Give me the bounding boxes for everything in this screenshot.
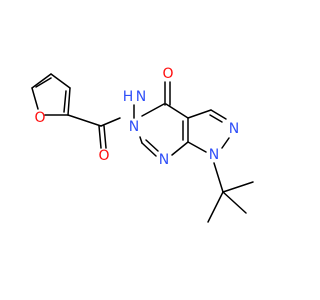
atom-labels: O O H N O N N N N — [34, 66, 239, 168]
tert-butyl-group — [207, 162, 254, 223]
bond-cquat-me1 — [207, 191, 224, 223]
atom-carbonyl-oxygen-amide: O — [98, 148, 109, 164]
bond-n7-c6 — [141, 142, 157, 157]
bond-c6-n5 — [139, 136, 143, 144]
bond-c4-c3a — [165, 103, 189, 119]
bond-c7a-n7 — [171, 141, 189, 156]
atom-amide-nitrogen: N — [136, 89, 146, 105]
furan-ring — [31, 73, 71, 116]
atom-pyrazole-nitrogen-1: N — [209, 147, 219, 163]
bond-n2-n1 — [221, 137, 230, 149]
amide-linkage — [67, 104, 135, 149]
bond-cquat-me2 — [222, 181, 254, 193]
bond-furan-c3-c2-double — [63, 90, 67, 113]
bond-carbonyl-o-2 — [103, 125, 107, 149]
pyrimidinone-ring — [139, 81, 189, 157]
atom-amide-hydrogen: H — [123, 89, 134, 105]
bond-carbonyl-o-1 — [98, 125, 102, 149]
bond-c3-n2 — [210, 109, 227, 120]
bond-c3-n2-double — [209, 114, 223, 123]
bond-cquat-me3 — [222, 191, 247, 214]
bond-c2-carbonyl — [67, 114, 102, 127]
bond-n1-c7a — [187, 141, 207, 153]
atom-furan-oxygen: O — [34, 110, 45, 126]
bond-n1-cquat — [213, 162, 224, 193]
bond-furan-o-c5 — [31, 87, 39, 110]
bond-n7-c6-double — [145, 139, 159, 152]
atom-pyrimidine-nitrogen-7: N — [159, 152, 169, 168]
bond-furan-c5-c4-double — [35, 77, 52, 88]
bond-c3a-c3 — [187, 109, 212, 119]
atom-ring-nitrogen-5: N — [129, 119, 139, 135]
pyrazole-ring — [187, 109, 230, 153]
bond-furan-c3-c2 — [67, 87, 71, 116]
molecule-structure: O O H N O N N N N — [31, 66, 254, 223]
atom-carbonyl-oxygen-ring: O — [162, 66, 173, 82]
atom-pyrazole-nitrogen-2: N — [229, 121, 239, 137]
bond-furan-c4-c3 — [50, 73, 71, 89]
bond-furan-c5-c4 — [31, 73, 52, 89]
bond-n5-c4 — [141, 103, 165, 117]
bond-carbonyl-nh — [100, 117, 121, 127]
